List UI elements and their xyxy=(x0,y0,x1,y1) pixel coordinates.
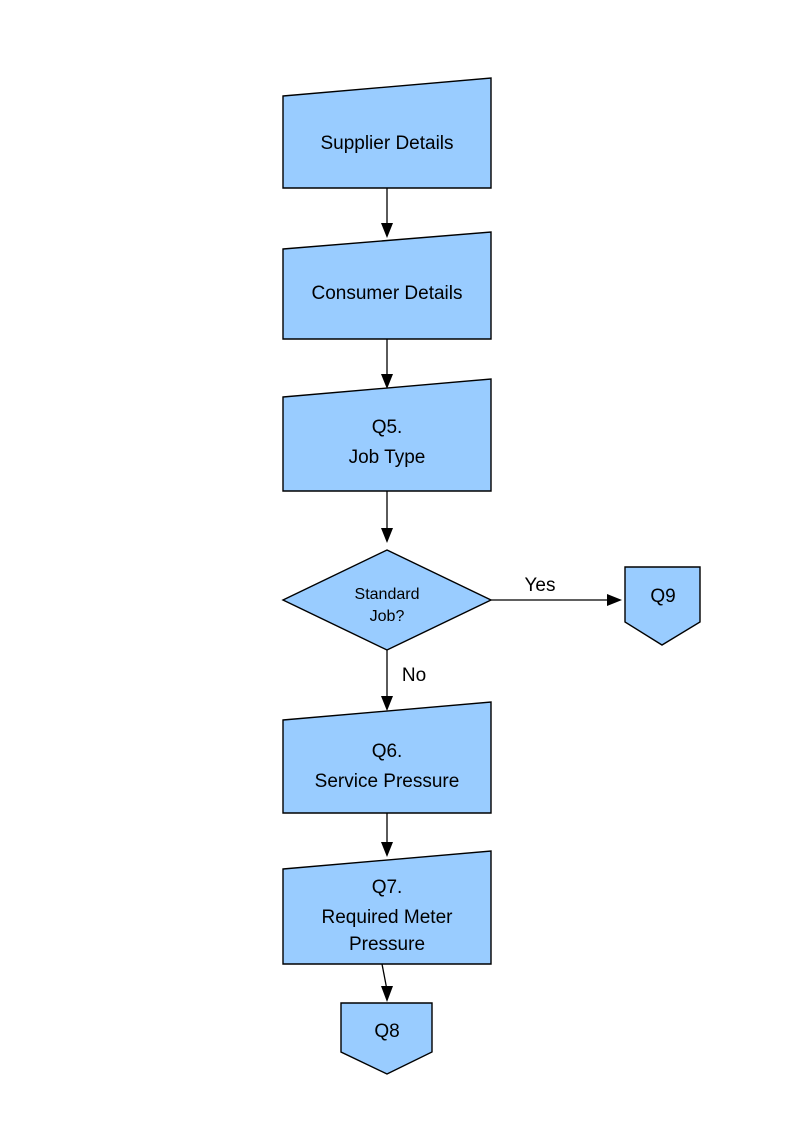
q7-required-meter-pressure-shape[interactable] xyxy=(282,850,492,965)
consumer-details-label: Consumer Details xyxy=(312,283,463,304)
q7-label-line3: Pressure xyxy=(349,934,425,955)
q6-service-pressure-label-line2: Service Pressure xyxy=(315,771,460,792)
edge-q6-to-q7 xyxy=(381,813,393,857)
node-q8-connector[interactable]: Q8 xyxy=(340,1002,433,1075)
standard-job-label-line2: Job? xyxy=(370,608,405,625)
q8-connector-label: Q8 xyxy=(374,1021,399,1042)
node-q6-service-pressure[interactable]: Q6. Service Pressure xyxy=(282,701,492,814)
arrow-head-icon xyxy=(607,594,622,606)
supplier-details-shape[interactable] xyxy=(282,77,492,189)
q6-service-pressure-shape[interactable] xyxy=(282,701,492,814)
node-supplier-details[interactable]: Supplier Details xyxy=(282,77,492,189)
q8-connector-shape[interactable] xyxy=(340,1002,433,1075)
supplier-details-label: Supplier Details xyxy=(320,133,453,154)
q7-label-line1: Q7. xyxy=(372,877,403,898)
q5-job-type-label-line1: Q5. xyxy=(372,417,403,438)
edge-label-no: No xyxy=(402,665,426,686)
q7-label-line2: Required Meter xyxy=(322,907,454,928)
edge-consumer-to-q5 xyxy=(381,339,393,389)
arrow-head-icon xyxy=(381,696,393,711)
q5-job-type-label-line2: Job Type xyxy=(349,447,426,468)
q6-service-pressure-label-line1: Q6. xyxy=(372,741,403,762)
arrow-head-icon xyxy=(381,528,393,543)
edge-supplier-to-consumer xyxy=(381,188,393,238)
arrow-head-icon xyxy=(381,374,393,389)
q9-connector-label: Q9 xyxy=(650,586,675,607)
edge-q5-to-decision xyxy=(381,491,393,543)
node-standard-job-decision[interactable]: Standard Job? xyxy=(281,549,493,651)
arrow-head-icon xyxy=(381,986,393,1002)
arrow-head-icon xyxy=(381,842,393,857)
node-q9-connector[interactable]: Q9 xyxy=(624,566,701,646)
edge-decision-to-q6: No xyxy=(381,650,426,711)
arrow-head-icon xyxy=(381,223,393,238)
edge-decision-to-q9: Yes xyxy=(491,575,622,606)
q9-connector-shape[interactable] xyxy=(624,566,701,646)
node-consumer-details[interactable]: Consumer Details xyxy=(282,231,492,340)
standard-job-label-line1: Standard xyxy=(355,586,420,603)
consumer-details-shape[interactable] xyxy=(282,231,492,340)
node-q7-required-meter-pressure[interactable]: Q7. Required Meter Pressure xyxy=(282,850,492,965)
edge-line xyxy=(381,963,388,991)
q5-job-type-shape[interactable] xyxy=(282,378,492,492)
node-q5-job-type[interactable]: Q5. Job Type xyxy=(282,378,492,492)
edge-q7-to-q8 xyxy=(381,963,393,1002)
edge-label-yes: Yes xyxy=(525,575,556,596)
